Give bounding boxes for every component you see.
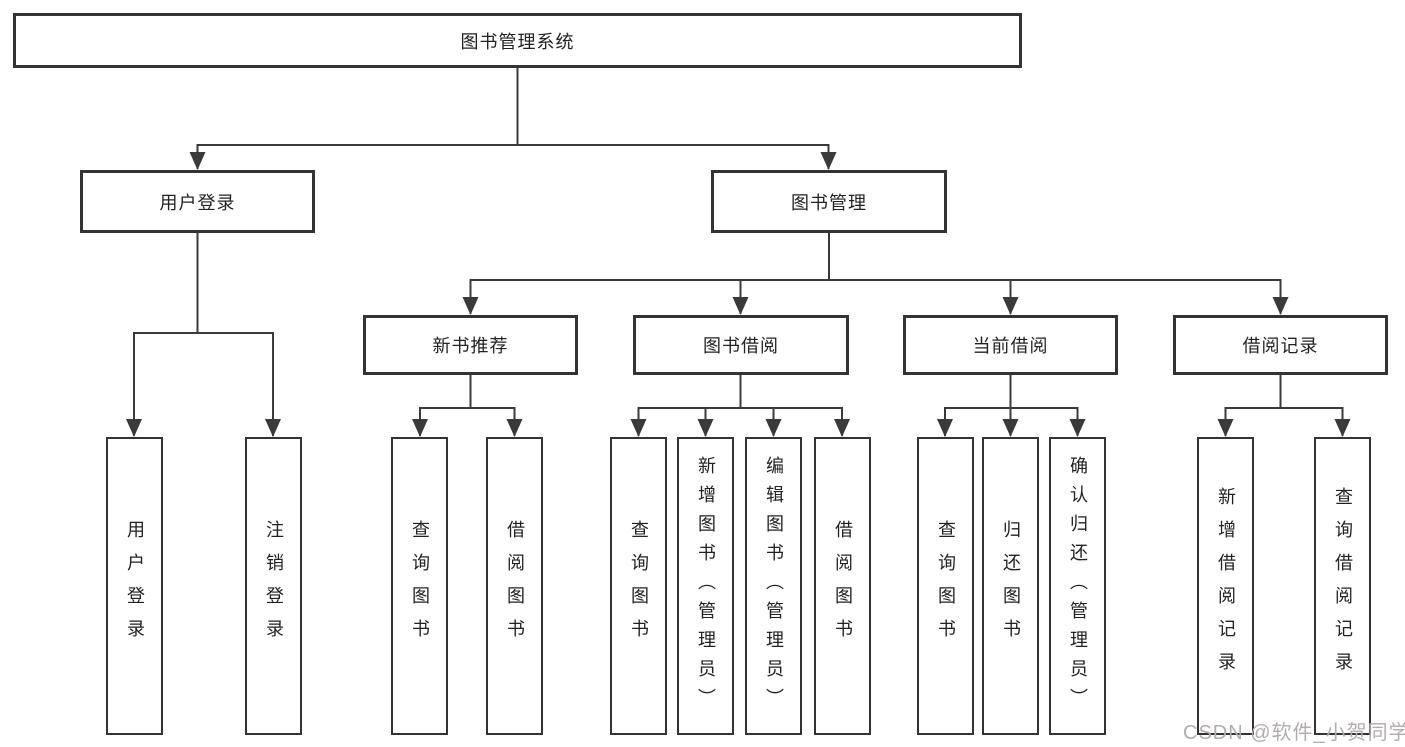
leaf-query-books-borrowing: 查询图书 [610, 437, 667, 735]
node-book-borrowing: 图书借阅 [633, 315, 849, 375]
leaf-query-books-current: 查询图书 [917, 437, 974, 735]
leaf-edit-book-admin: 编辑图书（管理员） [745, 437, 802, 735]
node-new-book-recommendation: 新书推荐 [363, 315, 578, 375]
node-current-borrowing: 当前借阅 [903, 315, 1118, 375]
csdn-watermark: CSDN @软件_小贺同学 [1183, 722, 1405, 744]
leaf-borrow-books-borrowing: 借阅图书 [814, 437, 871, 735]
leaf-query-borrow-record: 查询借阅记录 [1314, 437, 1371, 735]
node-book-management: 图书管理 [711, 170, 947, 233]
leaf-borrow-books-recommend: 借阅图书 [486, 437, 543, 735]
node-borrowing-records: 借阅记录 [1173, 315, 1388, 375]
leaf-return-book: 归还图书 [982, 437, 1039, 735]
node-user-login: 用户登录 [80, 170, 315, 233]
leaf-user-login: 用户登录 [106, 437, 163, 735]
node-library-management-system: 图书管理系统 [13, 13, 1022, 68]
leaf-query-books-recommend: 查询图书 [391, 437, 448, 735]
leaf-logout-login: 注销登录 [245, 437, 302, 735]
leaf-add-borrow-record: 新增借阅记录 [1197, 437, 1254, 735]
leaf-confirm-return-admin: 确认归还（管理员） [1049, 437, 1106, 735]
leaf-add-book-admin: 新增图书（管理员） [677, 437, 734, 735]
